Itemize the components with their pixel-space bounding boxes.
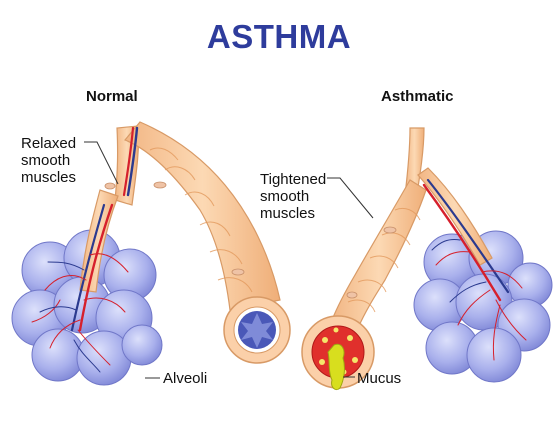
page-title: ASTHMA xyxy=(206,18,352,55)
normal-airway xyxy=(79,121,291,364)
relaxed-smooth-muscles-label: Relaxed smooth muscles xyxy=(21,135,77,186)
panel-label-asthmatic: Asthmatic xyxy=(381,88,454,105)
alveoli-label: Alveoli xyxy=(163,370,208,387)
asthmatic-blood-vessels xyxy=(422,178,527,361)
tightened-smooth-muscles-label: Tightened smooth muscles xyxy=(260,171,327,222)
panel-label-normal: Normal xyxy=(86,88,138,105)
mucus-label: Mucus xyxy=(357,370,402,387)
callout-leaders xyxy=(84,141,374,379)
normal-blood-vessels xyxy=(31,126,139,373)
